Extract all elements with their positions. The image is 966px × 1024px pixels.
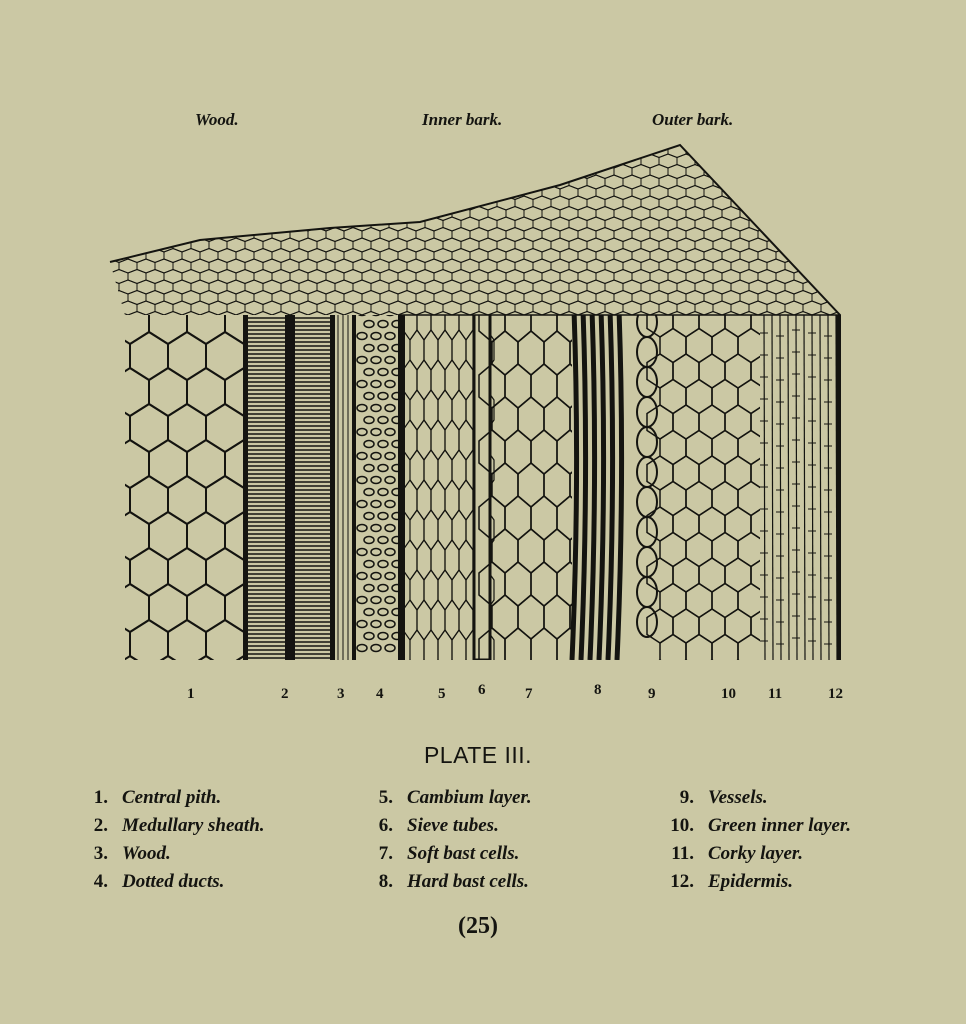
label-number-8: 8: [594, 682, 602, 698]
front-face-tissue: [125, 315, 840, 660]
heading-outer-bark: Outer bark.: [652, 110, 734, 129]
label-number-2: 2: [281, 686, 289, 702]
label-number-9: 9: [648, 686, 656, 702]
legend-item: 2.Medullary sheath.: [93, 815, 265, 836]
label-number-10: 10: [721, 686, 736, 702]
legend-item: 4.Dotted ducts.: [93, 871, 225, 892]
legend-item: 3.Wood.: [93, 843, 171, 864]
stem-cross-section-illustration: [109, 143, 841, 660]
legend-item: 9.Vessels.: [679, 787, 768, 808]
legend-item: 7.Soft bast cells.: [378, 843, 520, 864]
legend-item: 8.Hard bast cells.: [378, 871, 529, 892]
page-number: (25): [458, 913, 498, 939]
label-number-11: 11: [768, 686, 783, 702]
legend-item: 6.Sieve tubes.: [378, 815, 499, 836]
legend-item: 10.Green inner layer.: [670, 815, 852, 836]
label-number-6: 6: [478, 682, 486, 698]
plate-title: PLATE III.: [423, 742, 533, 768]
label-number-4: 4: [376, 686, 384, 702]
label-number-7: 7: [525, 686, 533, 702]
label-number-5: 5: [438, 686, 446, 702]
top-face-cells: [110, 145, 840, 315]
label-number-12: 12: [828, 686, 843, 702]
heading-wood: Wood.: [195, 110, 239, 129]
label-number-3: 3: [337, 686, 345, 702]
legend-item: 5.Cambium layer.: [378, 787, 532, 808]
legend-item: 1.Central pith.: [93, 787, 222, 808]
label-number-1: 1: [187, 686, 195, 702]
heading-inner-bark: Inner bark.: [422, 110, 503, 129]
legend-item: 12.Epidermis.: [670, 871, 793, 892]
legend-item: 11.Corky layer.: [671, 843, 803, 864]
